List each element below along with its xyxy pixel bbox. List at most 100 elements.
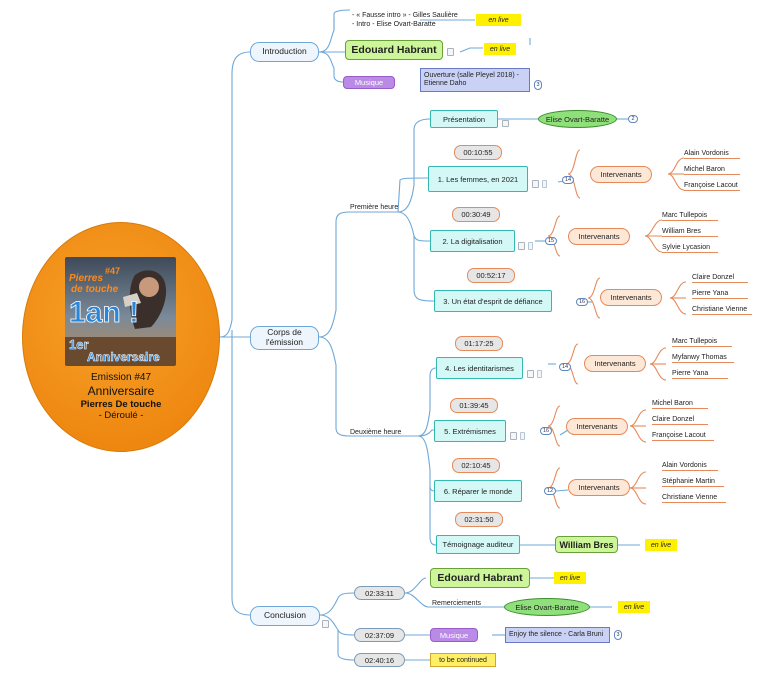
- segment-2-guest-2[interactable]: William Bres: [662, 226, 718, 237]
- segment-6-guest-3[interactable]: Christiane Vienne: [662, 492, 726, 503]
- conclusion-time-3[interactable]: 02:40:16: [354, 653, 405, 667]
- cover-line1: Pierres: [69, 273, 103, 284]
- intro-note-1: - « Fausse intro » - Gilles Saulière: [352, 12, 458, 19]
- intro-host[interactable]: Edouard Habrant: [345, 40, 443, 60]
- thanks-live-tag: en live: [618, 601, 650, 613]
- segment-1[interactable]: 1. Les femmes, en 2021: [428, 166, 528, 192]
- segment-6-guest-1[interactable]: Alain Vordonis: [662, 460, 718, 471]
- conclusion-host[interactable]: Edouard Habrant: [430, 568, 530, 588]
- segment-6-badge[interactable]: 12: [544, 487, 556, 495]
- topic-corps-line1: Corps de: [267, 327, 302, 338]
- segment-6-time[interactable]: 02:10:45: [452, 458, 500, 473]
- cover-image: Pierres #47 de touche 1an ! 1er Annivers…: [65, 257, 176, 366]
- segment-5-badge[interactable]: 16: [540, 427, 552, 435]
- conclusion-music-badge[interactable]: 3: [614, 630, 622, 640]
- segment-presentation[interactable]: Présentation: [430, 110, 498, 128]
- segment-1-guest-2[interactable]: Michel Baron: [684, 164, 740, 175]
- segment-4-guest-2[interactable]: Myfanwy Thomas: [672, 352, 734, 363]
- central-anniversaire: Anniversaire: [87, 384, 155, 398]
- segment-2-guest-3[interactable]: Sylvie Lycasion: [662, 242, 718, 253]
- segment-5-intervenants[interactable]: Intervenants: [566, 418, 628, 435]
- testimony-live-tag: en live: [645, 539, 677, 551]
- first-hour-label: Première heure: [350, 203, 399, 211]
- segment-4-badge[interactable]: 14: [559, 363, 571, 371]
- central-pierres: Pierres De touche: [80, 399, 162, 410]
- segment-6-guest-2[interactable]: Stéphanie Martin: [662, 476, 724, 487]
- intro-music-title-line1: Ouverture (salle Pleyel 2018) -: [424, 71, 519, 79]
- note-icon[interactable]: [518, 242, 525, 250]
- attachment-icon[interactable]: [542, 180, 547, 188]
- cover-big-text: 1an !: [69, 296, 139, 329]
- cover-tag: #47: [105, 266, 120, 276]
- intro-note-2: - Intro - Elise Ovart-Baratte: [352, 20, 436, 28]
- testimony-guest[interactable]: William Bres: [555, 536, 618, 553]
- thanks-label: Remerciements: [432, 599, 482, 607]
- thanks-guest[interactable]: Elise Ovart-Baratte: [504, 598, 590, 616]
- cover-line4: Anniversaire: [87, 350, 160, 364]
- segment-1-badge[interactable]: 14: [562, 176, 574, 184]
- conclusion-host-live-tag: en live: [554, 572, 586, 584]
- cover-line2: de touche: [71, 284, 119, 295]
- note-icon[interactable]: [510, 432, 517, 440]
- segment-6-intervenants[interactable]: Intervenants: [568, 479, 630, 496]
- conclusion-music-label[interactable]: Musique: [430, 628, 478, 642]
- second-hour-label: Deuxième heure: [350, 428, 402, 436]
- segment-3-guest-1[interactable]: Claire Donzel: [692, 272, 748, 283]
- conclusion-time-1[interactable]: 02:33:11: [354, 586, 405, 600]
- topic-introduction[interactable]: Introduction: [250, 42, 319, 62]
- note-icon[interactable]: [447, 48, 454, 56]
- intro-music-badge[interactable]: 3: [534, 80, 542, 90]
- conclusion-time-2[interactable]: 02:37:09: [354, 628, 405, 642]
- segment-1-guest-3[interactable]: Françoise Lacout: [684, 180, 740, 191]
- segment-4-time[interactable]: 01:17:25: [455, 336, 503, 351]
- cover-artwork: Pierres #47 de touche 1an ! 1er Annivers…: [65, 257, 176, 366]
- segment-5[interactable]: 5. Extrémismes: [434, 420, 506, 442]
- segment-1-intervenants[interactable]: Intervenants: [590, 166, 652, 183]
- segment-2-intervenants[interactable]: Intervenants: [568, 228, 630, 245]
- note-icon[interactable]: [532, 180, 539, 188]
- attachment-icon[interactable]: [520, 432, 525, 440]
- attachment-icon[interactable]: [537, 370, 542, 378]
- topic-corps-line2: l'émission: [265, 337, 304, 347]
- segment-3[interactable]: 3. Un état d'esprit de défiance: [434, 290, 552, 312]
- intro-host-live-tag: en live: [484, 43, 516, 55]
- segment-4-guest-3[interactable]: Pierre Yana: [672, 368, 728, 379]
- attachment-icon[interactable]: [528, 242, 533, 250]
- segment-4[interactable]: 4. Les identitarismes: [436, 357, 523, 379]
- central-deroule: - Déroulé -: [98, 410, 144, 421]
- presentation-guest[interactable]: Elise Ovart-Baratte: [538, 110, 617, 128]
- segment-5-guest-3[interactable]: Françoise Lacout: [652, 430, 714, 441]
- segment-1-guest-1[interactable]: Alain Vordonis: [684, 148, 740, 159]
- segment-5-guest-2[interactable]: Claire Donzel: [652, 414, 708, 425]
- segment-1-time[interactable]: 00:10:55: [454, 145, 502, 160]
- intro-notes-live-tag: en live: [476, 14, 521, 26]
- note-icon[interactable]: [502, 120, 509, 127]
- segment-5-time[interactable]: 01:39:45: [450, 398, 498, 413]
- segment-2-guest-1[interactable]: Marc Tullepois: [662, 210, 718, 221]
- topic-conclusion[interactable]: Conclusion: [250, 606, 320, 626]
- conclusion-music-title[interactable]: Enjoy the silence - Carla Bruni: [505, 627, 610, 643]
- segment-6[interactable]: 6. Réparer le monde: [434, 480, 522, 502]
- segment-2[interactable]: 2. La digitalisation: [430, 230, 515, 252]
- segment-2-time[interactable]: 00:30:49: [452, 207, 500, 222]
- segment-4-guest-1[interactable]: Marc Tullepois: [672, 336, 732, 347]
- presentation-badge[interactable]: 2: [628, 115, 638, 123]
- segment-3-guest-3[interactable]: Christiane Vienne: [692, 304, 752, 315]
- testimony-time[interactable]: 02:31:50: [455, 512, 503, 527]
- to-be-continued[interactable]: to be continued: [430, 653, 496, 667]
- topic-corps[interactable]: Corps de l'émission: [250, 326, 319, 350]
- segment-3-badge[interactable]: 16: [576, 298, 588, 306]
- intro-notes[interactable]: - « Fausse intro » - Gilles Saulière - I…: [352, 12, 472, 32]
- segment-3-guest-2[interactable]: Pierre Yana: [692, 288, 748, 299]
- intro-music-label[interactable]: Musique: [343, 76, 395, 89]
- segment-3-intervenants[interactable]: Intervenants: [600, 289, 662, 306]
- note-icon[interactable]: [322, 620, 329, 628]
- cover-line3: 1er: [69, 337, 89, 352]
- segment-4-intervenants[interactable]: Intervenants: [584, 355, 646, 372]
- intro-music-title[interactable]: Ouverture (salle Pleyel 2018) - Etienne …: [420, 68, 530, 92]
- segment-5-guest-1[interactable]: Michel Baron: [652, 398, 708, 409]
- testimony[interactable]: Témoignage auditeur: [436, 535, 520, 554]
- segment-2-badge[interactable]: 15: [545, 237, 557, 245]
- note-icon[interactable]: [527, 370, 534, 378]
- segment-3-time[interactable]: 00:52:17: [467, 268, 515, 283]
